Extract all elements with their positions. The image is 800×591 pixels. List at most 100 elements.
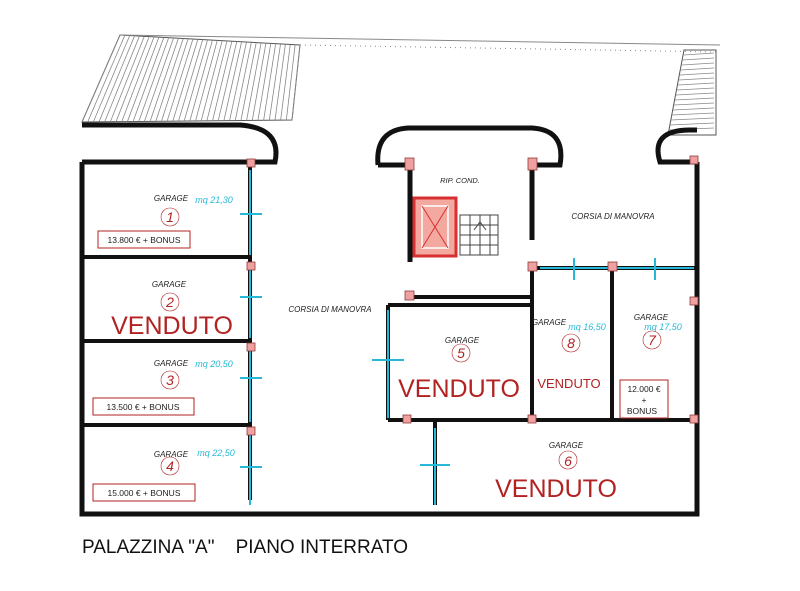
garage-label: GARAGE (445, 336, 480, 345)
ramp-hatch-line (257, 43, 272, 121)
ramp-hatch-line (195, 40, 218, 122)
ramp-hatch-line (674, 97, 715, 101)
garage-area: mq 21,30 (195, 195, 233, 205)
garage-number: 1 (166, 209, 174, 225)
sold-stamp: VENDUTO (398, 375, 520, 403)
garage-label: GARAGE (532, 318, 567, 327)
ramp-hatch-line (127, 37, 160, 122)
garage-area: mq 16,50 (568, 322, 606, 332)
ramp-hatch-line (672, 107, 715, 111)
ramp-hatch-line (670, 117, 715, 121)
ramp-hatch-line (172, 39, 199, 122)
outer-walls (79, 122, 700, 517)
garage-1: GARAGE mq 21,30 1 13.800 € + BONUS (97, 194, 233, 249)
ramp-hatch-line (268, 43, 281, 121)
ramp-right (667, 49, 717, 136)
ramp-hatch-line (212, 41, 233, 121)
ramp-hatch-line (121, 36, 155, 122)
sold-stamp: VENDUTO (111, 312, 233, 340)
garage-price: 13.800 € + BONUS (107, 235, 180, 245)
ramp-hatch-line (115, 36, 150, 122)
ramp-hatch-line (87, 35, 126, 123)
garage-5: GARAGE 5 VENDUTO (398, 336, 520, 403)
ramp-hatch-line (229, 41, 247, 121)
ramp-hatch-line (251, 43, 267, 121)
ramp-hatch-line (675, 92, 715, 96)
garage-price-line-2: + (642, 395, 647, 405)
garage-number: 3 (166, 372, 174, 388)
garage-label: GARAGE (154, 194, 189, 203)
garage-area: mq 22,50 (197, 448, 235, 458)
garage-area: mq 17,50 (644, 322, 682, 332)
garage-label: GARAGE (154, 450, 189, 459)
garage-number: 2 (165, 294, 174, 310)
garage-price-line-1: 12.000 € (627, 384, 660, 394)
ramp-hatch-line (98, 35, 135, 122)
garage-number: 4 (166, 458, 174, 474)
ramp-hatch-line (682, 57, 715, 61)
ramp-hatch-line (274, 44, 286, 121)
garage-label: GARAGE (154, 359, 189, 368)
plan-title: PALAZZINA "A" PIANO INTERRATO (82, 537, 408, 558)
ramp-hatch-line (669, 122, 715, 126)
ramp-hatch-line (183, 39, 208, 122)
ramp-hatch-line (178, 39, 204, 122)
ramp-hatch-line (240, 42, 257, 121)
ramp-hatch-line (155, 38, 184, 122)
garage-number: 8 (567, 335, 575, 351)
ramp-hatch-line (189, 40, 213, 122)
staircase (459, 214, 499, 256)
garage-6: GARAGE 6 VENDUTO (495, 441, 617, 503)
ramp-hatch-line (92, 35, 131, 123)
stair-label: RIP. COND. (440, 176, 480, 185)
ramp-hatch-line (217, 41, 238, 121)
ramp-hatch-line (679, 72, 715, 76)
ramp-hatch-line (246, 42, 262, 121)
garage-price-line-3: BONUS (627, 406, 658, 416)
stair-tower (375, 125, 564, 262)
garage-price: 15.000 € + BONUS (107, 488, 180, 498)
garage-3: GARAGE mq 20,50 3 13.500 € + BONUS (92, 359, 233, 416)
ramp-hatch-line (680, 67, 715, 71)
corridor-right-label: CORSIA DI MANOVRA (571, 212, 654, 221)
ramp-hatch-line (285, 44, 296, 121)
ramp-hatch-line (223, 41, 243, 121)
ramp-hatch-line (206, 40, 228, 121)
sold-stamp: VENDUTO (495, 475, 617, 503)
ramp-hatch-line (291, 44, 301, 121)
garage-7: GARAGE mq 17,50 7 12.000 € + BONUS (619, 313, 682, 419)
ramp-hatch-line (104, 35, 140, 122)
ramp-hatch-line (676, 87, 715, 91)
sold-stamp: VENDUTO (537, 376, 600, 391)
columns (246, 155, 699, 436)
corridor-left-label: CORSIA DI MANOVRA (288, 305, 371, 314)
ramp-hatch-line (200, 40, 223, 121)
ramp-hatch-line (144, 37, 174, 122)
garage-label: GARAGE (634, 313, 669, 322)
ramp-hatch-line (678, 77, 715, 81)
ramp-left (81, 34, 301, 123)
ramp-hatch-line (263, 43, 277, 121)
garage-price: 13.500 € + BONUS (106, 402, 179, 412)
elevator (412, 196, 458, 258)
garage-label: GARAGE (152, 280, 187, 289)
ramp-hatch-line (677, 82, 715, 86)
ramp-hatch-line (110, 36, 145, 122)
garage-label: GARAGE (549, 441, 584, 450)
ramp-hatch-line (280, 44, 291, 121)
garage-number: 5 (457, 345, 465, 361)
ramp-hatch-line (161, 38, 189, 122)
ramp-hatch-line (138, 37, 170, 122)
ramp-hatch-line (132, 37, 165, 122)
garage-4: GARAGE mq 22,50 4 15.000 € + BONUS (92, 448, 235, 502)
ramp-hatch-line (149, 38, 179, 122)
garage-area: mq 20,50 (195, 359, 233, 369)
garage-8: GARAGE mq 16,50 8 VENDUTO (532, 318, 606, 391)
ramp-hatch-line (234, 42, 252, 121)
ramp-hatch-line (81, 34, 121, 123)
ramp-hatch-line (683, 52, 715, 56)
door-lines (240, 170, 694, 505)
garage-number: 6 (564, 453, 572, 469)
garage-number: 7 (648, 332, 657, 348)
